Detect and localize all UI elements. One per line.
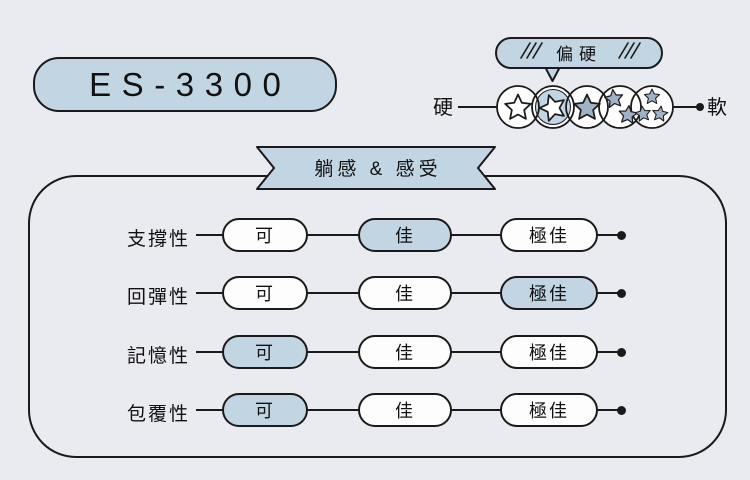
row-label: 包覆性 (126, 404, 190, 425)
level-ring-1 (496, 85, 540, 129)
end-dot-icon (617, 405, 626, 415)
hatch-marks-icon (520, 42, 543, 59)
banner-ribbon-shape (256, 146, 496, 190)
pill-label: 佳 (395, 401, 415, 421)
level-ring-2 (531, 85, 575, 129)
hatch-marks-icon (618, 42, 641, 59)
pill-label: 佳 (395, 226, 415, 246)
rating-row-memory: 記憶性 可 佳 極佳 (0, 332, 750, 372)
model-name: ES-3300 (89, 65, 292, 103)
hard-label: 硬 (433, 97, 453, 119)
end-dot-icon (617, 288, 626, 298)
model-badge: ES-3300 (33, 57, 337, 112)
end-dot-icon (617, 347, 626, 357)
pill-label: 可 (255, 401, 275, 421)
pill-label: 極佳 (529, 343, 569, 363)
rating-pill: 極佳 (500, 218, 598, 252)
pill-label: 佳 (395, 343, 415, 363)
rating-pill: 可 (222, 335, 308, 369)
rating-pill: 佳 (358, 218, 452, 252)
row-label: 支撐性 (126, 229, 190, 250)
rating-row-support: 支撐性 可 佳 極佳 (0, 215, 750, 255)
rating-pill: 可 (222, 218, 308, 252)
section-banner: 躺感 & 感受 (256, 146, 496, 190)
rating-pill: 佳 (358, 276, 452, 310)
row-label: 記憶性 (126, 346, 190, 367)
row-label: 回彈性 (126, 287, 190, 308)
rating-pill: 可 (222, 393, 308, 427)
rating-pill: 極佳 (500, 276, 598, 310)
rating-pill: 極佳 (500, 335, 598, 369)
soft-label: 軟 (707, 96, 727, 119)
pill-label: 可 (255, 284, 275, 304)
rating-pill: 極佳 (500, 393, 598, 427)
pill-label: 佳 (395, 284, 415, 304)
pill-label: 極佳 (529, 284, 569, 304)
firmness-bubble-label: 偏硬 (556, 45, 602, 64)
rating-pill: 佳 (358, 393, 452, 427)
scale-dot-icon (696, 103, 704, 111)
firmness-bubble (495, 37, 663, 69)
section-title: 躺感 & 感受 (314, 158, 441, 180)
rating-pill: 可 (222, 276, 308, 310)
level-ring-4 (598, 85, 642, 129)
level-ring-3 (565, 85, 609, 129)
pill-label: 極佳 (529, 226, 569, 246)
rating-row-wrapping: 包覆性 可 佳 極佳 (0, 390, 750, 430)
rating-row-resilience: 回彈性 可 佳 極佳 (0, 273, 750, 313)
pill-label: 極佳 (529, 401, 569, 421)
pill-label: 可 (255, 343, 275, 363)
pill-label: 可 (255, 226, 275, 246)
firmness-scale: 偏硬 硬 (433, 37, 727, 129)
end-dot-icon (617, 230, 626, 240)
rating-pill: 佳 (358, 335, 452, 369)
